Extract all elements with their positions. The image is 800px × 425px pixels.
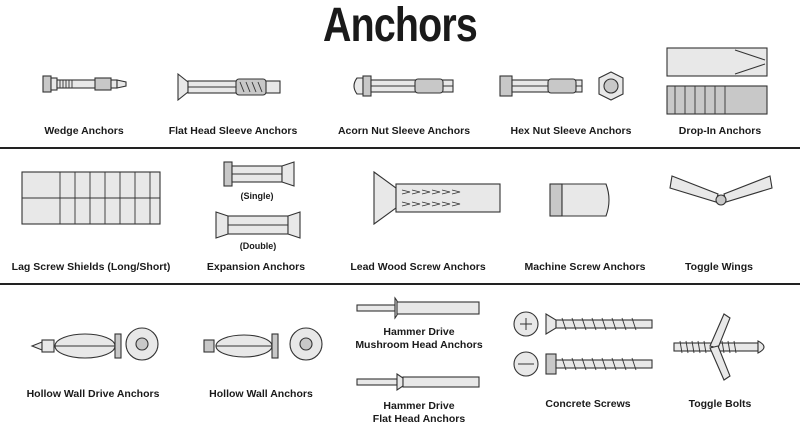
- concrete-screws-image: [513, 311, 653, 377]
- hammer-drive-mushroom-line2: Mushroom Head Anchors: [355, 338, 483, 351]
- lag-screw-shield-image: [21, 171, 161, 225]
- expansion-anchors-label: Expansion Anchors: [206, 261, 306, 273]
- wedge-anchors-label: Wedge Anchors: [44, 125, 124, 137]
- machine-screw-anchor-image: [549, 183, 610, 217]
- hex-nut-sleeve-anchor-image: [499, 71, 624, 101]
- drop-in-anchors-label: Drop-In Anchors: [678, 125, 762, 137]
- toggle-wings-image: [669, 175, 773, 206]
- machine-screw-anchors-label: Machine Screw Anchors: [524, 261, 646, 273]
- flat-head-sleeve-anchor-image: [177, 72, 281, 102]
- toggle-wings-label: Toggle Wings: [685, 261, 753, 273]
- expansion-anchor-single-image: [223, 161, 295, 187]
- hammer-drive-mushroom-line1: Hammer Drive: [383, 326, 455, 338]
- hollow-wall-drive-anchor-image: [30, 327, 159, 361]
- toggle-bolts-image: [673, 313, 765, 381]
- divider-bottom: [0, 283, 800, 285]
- hammer-drive-flat-line1: Hammer Drive: [383, 400, 455, 412]
- hammer-drive-mushroom-label: Hammer Drive Mushroom Head Anchors: [355, 326, 482, 351]
- hammer-drive-flat-line2: Flat Head Anchors: [372, 412, 466, 425]
- lead-wood-screw-anchor-image: [373, 170, 501, 226]
- toggle-bolts-label: Toggle Bolts: [688, 398, 752, 410]
- lead-wood-screw-anchors-label: Lead Wood Screw Anchors: [350, 261, 486, 273]
- hollow-wall-anchor-image: [203, 327, 323, 361]
- hex-nut-sleeve-anchors-label: Hex Nut Sleeve Anchors: [510, 125, 632, 137]
- page-title: Anchors: [323, 0, 478, 52]
- expansion-double-label: (Double): [239, 241, 277, 251]
- wedge-anchor-image: [42, 75, 127, 93]
- flat-head-sleeve-anchors-label: Flat Head Sleeve Anchors: [168, 125, 298, 137]
- acorn-nut-sleeve-anchors-label: Acorn Nut Sleeve Anchors: [337, 125, 471, 137]
- hammer-drive-flat-image: [356, 372, 480, 392]
- acorn-nut-sleeve-anchor-image: [353, 75, 454, 97]
- drop-in-anchor-image: [666, 47, 768, 115]
- hollow-wall-drive-anchors-label: Hollow Wall Drive Anchors: [26, 388, 160, 400]
- hammer-drive-flat-label: Hammer Drive Flat Head Anchors: [373, 400, 465, 425]
- hollow-wall-anchors-label: Hollow Wall Anchors: [209, 388, 313, 400]
- expansion-single-label: (Single): [240, 191, 274, 201]
- expansion-anchor-double-image: [215, 211, 301, 239]
- hammer-drive-mushroom-image: [356, 296, 480, 320]
- lag-screw-shields-label: Lag Screw Shields (Long/Short): [11, 261, 171, 273]
- divider-top: [0, 147, 800, 149]
- concrete-screws-label: Concrete Screws: [545, 398, 631, 410]
